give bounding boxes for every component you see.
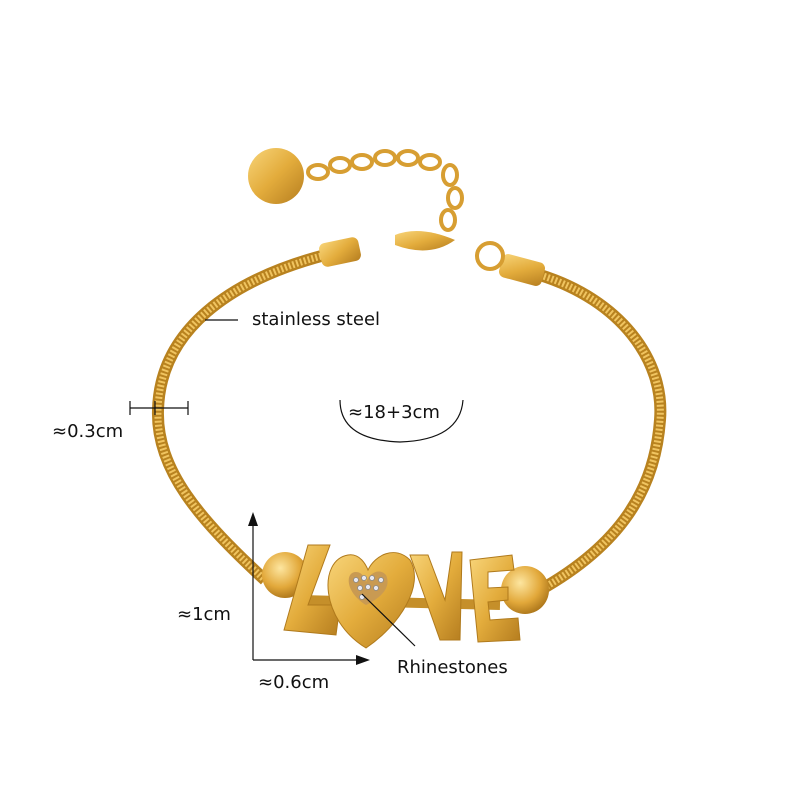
logo-tag	[248, 148, 304, 204]
charm-height-label: ≈1cm	[177, 604, 231, 625]
length-arc	[339, 399, 464, 443]
snake-chain-right-highlight	[538, 271, 664, 594]
rhinestone	[353, 577, 359, 583]
material-label: stainless steel	[252, 309, 381, 330]
chain-width-label: ≈0.3cm	[52, 421, 124, 442]
length-label: ≈18+3cm	[348, 402, 440, 423]
chain-link	[441, 163, 459, 187]
rhinestone	[365, 584, 371, 590]
rhinestone	[373, 585, 379, 591]
annotation-lines	[129, 319, 464, 661]
bead-right	[501, 566, 549, 614]
snake-chain-left-highlight	[154, 251, 326, 583]
chain-link	[350, 153, 374, 171]
snake-chain-left	[151, 249, 327, 585]
chain-link	[418, 153, 442, 171]
rhinestone	[369, 575, 375, 581]
jump-ring	[475, 241, 505, 271]
rhinestones-label: Rhinestones	[397, 657, 508, 678]
extension-chain	[306, 149, 505, 271]
rhinestone	[357, 585, 363, 591]
chain-link	[446, 186, 464, 210]
charm-letter-v	[409, 551, 463, 641]
snake-chain-right	[537, 269, 667, 596]
chain-link	[328, 156, 352, 174]
chain-link	[396, 149, 420, 167]
lobster-clasp	[395, 231, 455, 251]
chain-link	[306, 163, 330, 181]
charm-width-label: ≈0.6cm	[258, 672, 330, 693]
chain-link	[373, 149, 397, 167]
rhinestone-pointer-line	[361, 593, 416, 647]
rhinestone	[361, 575, 367, 581]
chain-link	[439, 208, 457, 232]
end-cap-left	[319, 237, 361, 267]
end-cap-right	[498, 254, 546, 286]
rhinestone	[378, 577, 384, 583]
charm-letter-e	[469, 554, 521, 643]
